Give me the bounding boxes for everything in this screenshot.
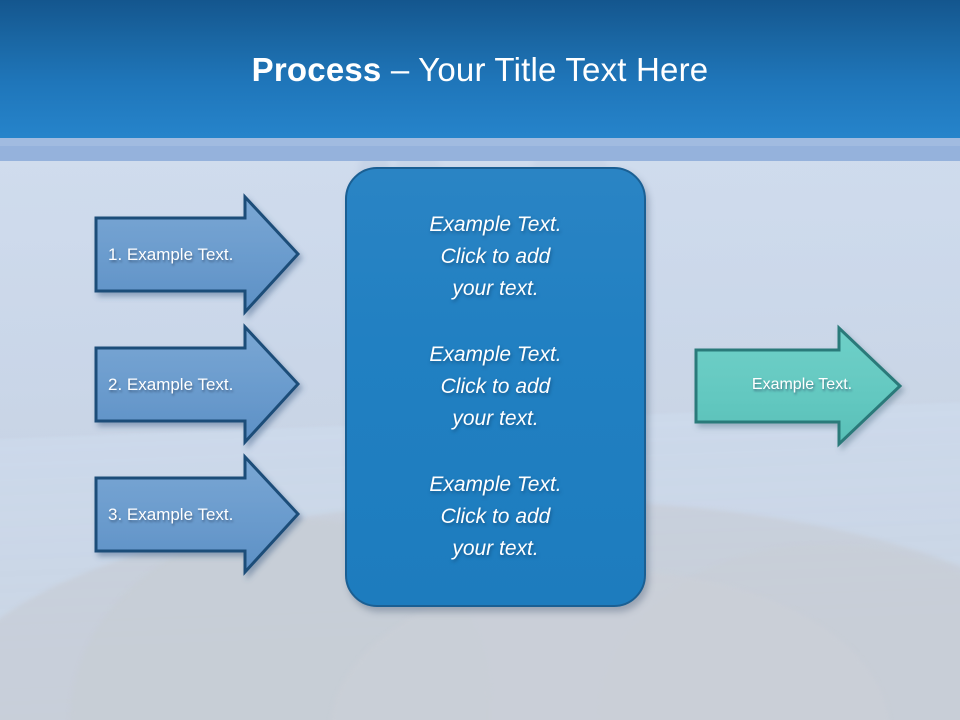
title-underband-highlight [0,138,960,146]
page-title-rest: – Your Title Text Here [390,51,709,88]
center-panel-block-3: Example Text. Click to add your text. [429,473,562,560]
center-panel-block-2: Example Text. Click to add your text. [429,343,562,430]
process-step-arrow-3[interactable]: 3. Example Text. [88,450,306,580]
arrow-right-icon [94,323,301,446]
center-panel-block-1: Example Text. Click to add your text. [429,213,562,300]
arrow-right-icon [94,193,301,316]
center-content-panel[interactable]: Example Text. Click to add your text. Ex… [345,167,646,607]
process-step-arrow-1[interactable]: 1. Example Text. [88,190,306,320]
title-underband [0,138,960,161]
page-title: Process – Your Title Text Here [0,50,960,90]
arrow-right-icon [94,453,301,576]
arrow-right-icon [694,324,903,448]
page-title-strong: Process [251,51,391,88]
title-banner [0,0,960,138]
process-outcome-arrow[interactable]: Example Text. [688,324,908,448]
process-step-arrow-2[interactable]: 2. Example Text. [88,320,306,450]
